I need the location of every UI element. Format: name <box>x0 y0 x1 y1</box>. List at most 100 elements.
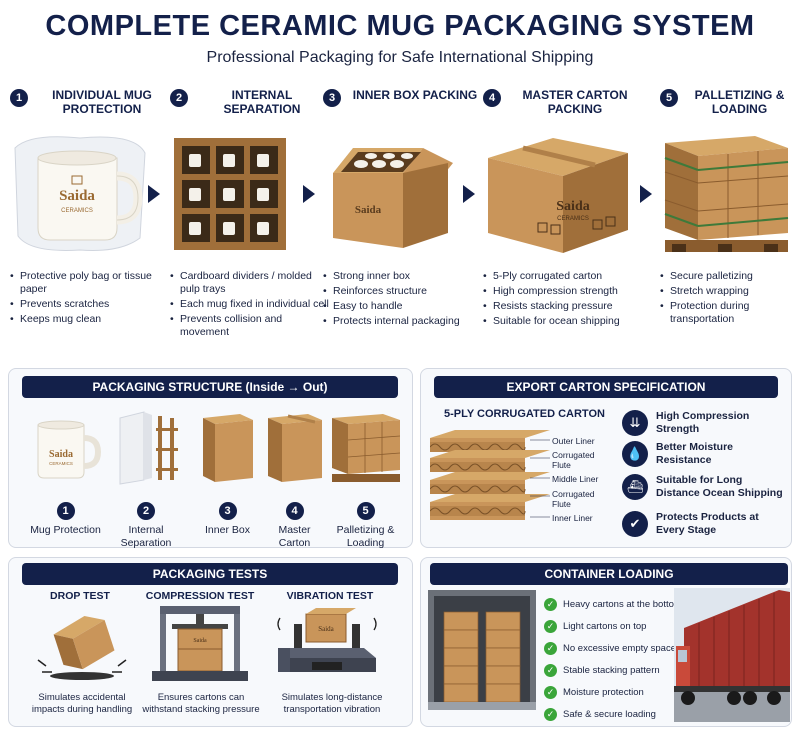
bullet: Reinforces structure <box>323 285 483 298</box>
step-bullets: Cardboard dividers / molded pulp trays E… <box>170 270 330 339</box>
check-icon: ✓ <box>544 620 557 633</box>
step-5: 5 PALLETIZING & LOADING Secure palletizi… <box>660 88 795 328</box>
test-title: DROP TEST <box>50 590 110 602</box>
brand-tagline: CERAMICS <box>49 461 73 466</box>
carton-icon <box>268 414 322 482</box>
step-number: 4 <box>483 89 501 107</box>
check-item: ✓ Heavy cartons at the bottom <box>544 598 682 611</box>
step-number: 5 <box>660 89 678 107</box>
step-2: 2 INTERNAL SEPARATION Cardboard dividers… <box>170 88 330 341</box>
step-number: 2 <box>170 89 188 107</box>
check-item: ✓ No excessive empty space <box>544 642 676 655</box>
bullet: Suitable for ocean shipping <box>483 315 643 328</box>
bullet: Protects internal packaging <box>323 315 483 328</box>
structure-item-master-carton: 4 Master Carton <box>262 410 327 550</box>
compression-test-image: Saida <box>152 606 248 681</box>
brand-name: Saida <box>355 204 382 216</box>
structure-number: 1 <box>56 502 75 520</box>
master-carton-image: Saida CERAMICS <box>483 128 628 258</box>
layer-label: Corrugated Flute <box>552 450 595 470</box>
container-truck-image <box>674 588 790 722</box>
step-bullets: 5-Ply corrugated carton High compression… <box>483 270 643 328</box>
step-number: 1 <box>10 89 28 107</box>
divider-grid-image <box>170 128 310 258</box>
step-title: MASTER CARTON PACKING <box>522 88 628 116</box>
bullet: Keeps mug clean <box>10 313 170 326</box>
check-icon: ✓ <box>544 708 557 721</box>
step-title: INDIVIDUAL MUG PROTECTION <box>52 88 152 116</box>
bullet: Protection during transportation <box>660 300 795 326</box>
step-title: INTERNAL SEPARATION <box>223 88 301 116</box>
check-icon: ✓ <box>544 686 557 699</box>
step-number: 3 <box>323 89 341 107</box>
bullet: Cardboard dividers / molded pulp trays <box>170 270 330 296</box>
mug-in-bag-image: Saida CERAMICS <box>10 128 150 258</box>
check-item: ✓ Safe & secure loading <box>544 708 656 721</box>
step-bullets: Secure palletizing Stretch wrapping Prot… <box>660 270 795 326</box>
inner-box-image: Saida <box>323 128 463 258</box>
arrow-right-icon <box>303 185 315 203</box>
divider-sheet-icon <box>119 411 178 485</box>
brand-name: Saida <box>318 625 334 633</box>
structure-item-separation: 2 Internal Separation <box>106 410 186 550</box>
container-interior-image <box>428 590 536 710</box>
test-title: VIBRATION TEST <box>286 590 374 602</box>
test-description: Simulates accidental impacts during hand… <box>31 692 133 715</box>
feature-ocean-shipping: ⛴ Suitable for Long Distance Ocean Shipp… <box>622 474 787 500</box>
corrugated-layers-diagram <box>430 430 550 520</box>
structure-label: Palletizing & Loading <box>336 524 395 549</box>
structure-label: Mug Protection <box>30 524 101 536</box>
step-title: PALLETIZING & LOADING <box>694 88 785 116</box>
structure-number: 2 <box>137 502 155 520</box>
layer-label: Corrugated Flute <box>552 489 595 509</box>
brand-name: Saida <box>556 199 589 214</box>
step-title: INNER BOX PACKING <box>352 88 478 102</box>
test-description: Ensures cartons can withstand stacking p… <box>142 692 260 715</box>
page-subtitle: Professional Packaging for Safe Internat… <box>206 49 594 66</box>
structure-label: Inner Box <box>205 524 250 536</box>
feature-moisture: 💧 Better Moisture Resistance <box>622 441 787 467</box>
check-icon: ✓ <box>544 598 557 611</box>
box-icon <box>203 414 253 482</box>
layer-label: Middle Liner <box>552 474 599 484</box>
bullet: High compression strength <box>483 285 643 298</box>
test-description: Simulates long-distance transportation v… <box>281 692 383 715</box>
check-item: ✓ Moisture protection <box>544 686 644 699</box>
check-item: ✓ Light cartons on top <box>544 620 646 633</box>
water-drop-icon: 💧 <box>622 441 648 467</box>
step-4: 4 MASTER CARTON PACKING Saida CERAMICS 5… <box>483 88 643 330</box>
test-title: COMPRESSION TEST <box>145 590 255 602</box>
structure-number: 4 <box>285 502 304 520</box>
arrow-right-icon <box>463 185 475 203</box>
brand-name: Saida <box>49 449 73 460</box>
brand-name: Saida <box>59 188 95 204</box>
bullet: Protective poly bag or tissue paper <box>10 270 170 296</box>
arrow-right-icon <box>148 185 160 203</box>
carton-type-title: 5-PLY CORRUGATED CARTON <box>444 408 605 420</box>
mug-icon: Saida CERAMICS <box>37 420 102 479</box>
compression-icon: ⇊ <box>622 410 648 436</box>
vibration-test-image: Saida <box>277 608 377 672</box>
brand-name: Saida <box>193 638 207 644</box>
bullet: Strong inner box <box>323 270 483 283</box>
pallet-icon <box>332 414 401 482</box>
structure-item-inner-box: 3 Inner Box <box>195 410 260 537</box>
bullet: 5-Ply corrugated carton <box>483 270 643 283</box>
feature-protection: ✔ Protects Products at Every Stage <box>622 511 787 537</box>
bullet: Stretch wrapping <box>660 285 795 298</box>
ship-icon: ⛴ <box>622 474 648 500</box>
structure-item-pallet: 5 Palletizing & Loading <box>328 410 403 550</box>
step-3: 3 INNER BOX PACKING Saida Strong inner b… <box>323 88 483 330</box>
brand-tagline: CERAMICS <box>61 208 93 214</box>
feature-compression: ⇊ High Compression Strength <box>622 410 787 436</box>
page-title: COMPLETE CERAMIC MUG PACKAGING SYSTEM <box>45 10 755 42</box>
structure-number: 3 <box>218 502 237 520</box>
structure-number: 5 <box>356 502 375 520</box>
check-icon: ✓ <box>544 642 557 655</box>
step-1: 1 INDIVIDUAL MUG PROTECTION Saida CERAMI… <box>10 88 170 328</box>
structure-label: Master Carton <box>278 524 311 549</box>
bullet: Resists stacking pressure <box>483 300 643 313</box>
bullet: Prevents collision and movement <box>170 313 330 339</box>
check-icon: ✓ <box>544 664 557 677</box>
container-loading-heading: CONTAINER LOADING <box>430 563 788 585</box>
